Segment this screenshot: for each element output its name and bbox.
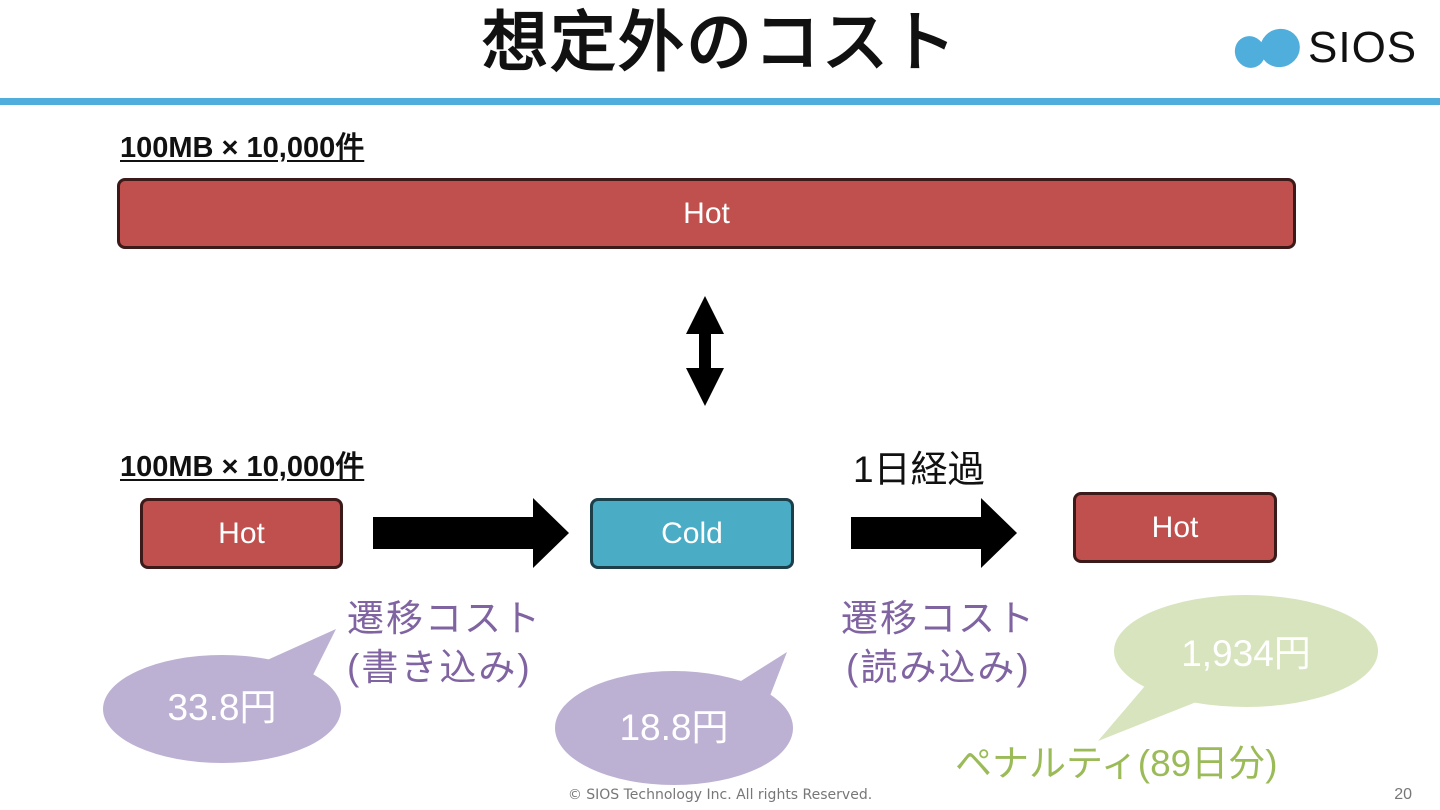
copyright-footer: © SIOS Technology Inc. All rights Reserv…: [567, 787, 873, 803]
hot-bar: Hot: [117, 178, 1296, 249]
hot-box-end: Hot: [1073, 492, 1277, 563]
write-cost-bubble: [103, 629, 341, 763]
slide-title: 想定外のコスト: [482, 5, 958, 79]
hot-box-start: Hot: [140, 498, 343, 569]
cold-box-label: Cold: [661, 516, 723, 550]
cold-box: Cold: [590, 498, 794, 569]
hot-box-end-label: Hot: [1151, 510, 1199, 544]
write-cost-label-line2: (書き込み): [347, 647, 532, 688]
bottom-section-label: 100MB × 10,000件: [120, 451, 365, 483]
top-section-label: 100MB × 10,000件: [120, 132, 365, 164]
storage-cost-bubble: [555, 652, 793, 785]
page-number: 20: [1394, 786, 1412, 803]
write-cost-value: 33.8円: [167, 687, 277, 728]
sios-logo-icon: [1234, 28, 1300, 68]
hot-box-start-label: Hot: [218, 516, 265, 550]
read-cost-label-line1: 遷移コスト: [841, 598, 1036, 639]
title-divider: [0, 98, 1440, 105]
hot-bar-label: Hot: [683, 196, 730, 230]
storage-cost-value: 18.8円: [619, 707, 729, 748]
penalty-cost-value: 1,934円: [1181, 633, 1311, 674]
logo-text: SIOS: [1308, 23, 1418, 72]
double-arrow-icon: [686, 296, 724, 406]
right-arrow-icon: [373, 498, 569, 568]
write-cost-label-line1: 遷移コスト: [347, 598, 542, 639]
read-cost-label-line2: (読み込み): [846, 647, 1031, 688]
penalty-label: ペナルティ(89日分): [955, 743, 1278, 784]
right-arrow-icon: [851, 498, 1017, 568]
penalty-cost-bubble: [1098, 595, 1378, 741]
elapsed-label: 1日経過: [853, 449, 985, 490]
